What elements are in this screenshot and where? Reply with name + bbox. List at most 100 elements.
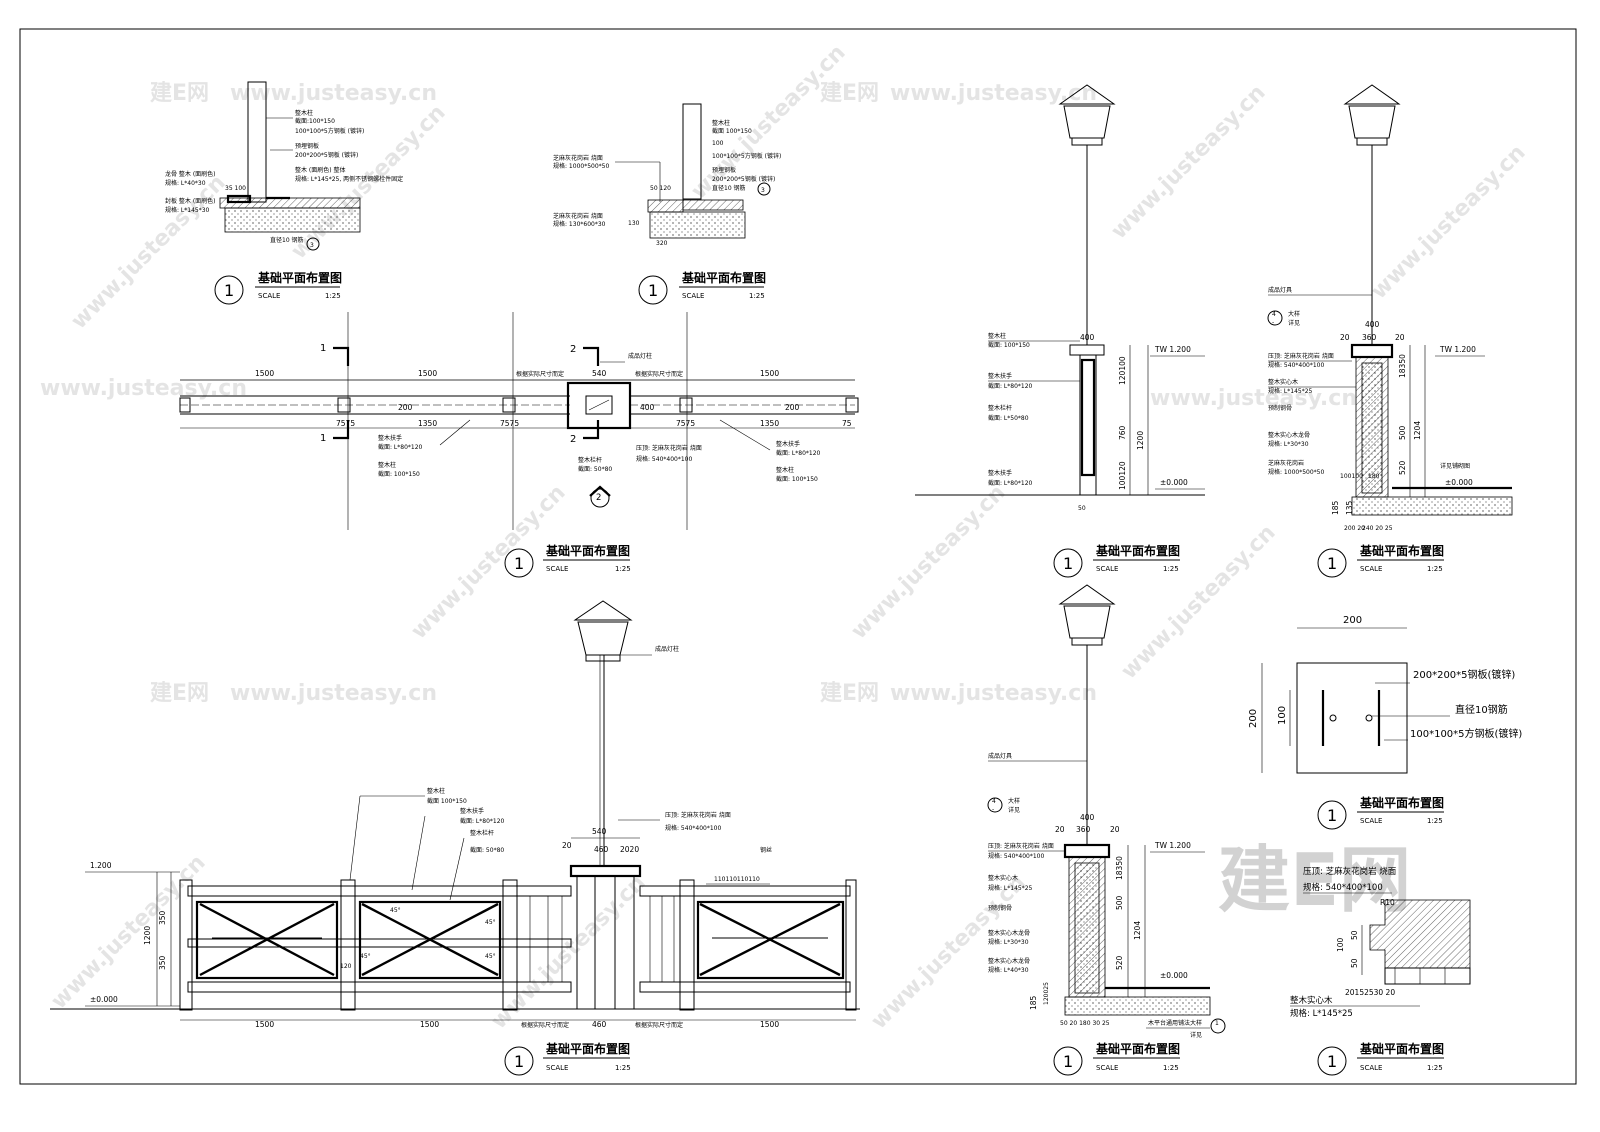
svg-text:2: 2 bbox=[570, 344, 576, 355]
svg-text:460: 460 bbox=[594, 845, 609, 854]
lamp-pier-section: 成品灯具 4 - 大样 详见 压顶: 芝麻灰花岗岩 烧面 规格: 540*400… bbox=[1267, 84, 1513, 532]
svg-text:压顶: 芝麻灰花岗岩 烧面: 压顶: 芝麻灰花岗岩 烧面 bbox=[1268, 352, 1334, 360]
svg-text:详见: 详见 bbox=[1190, 1031, 1202, 1039]
svg-text:建E网: 建E网 bbox=[150, 681, 209, 706]
svg-text:截面: L*80*120: 截面: L*80*120 bbox=[460, 817, 505, 825]
svg-text:50: 50 bbox=[1078, 505, 1086, 512]
svg-text:整木实心木龙骨: 整木实心木龙骨 bbox=[1268, 431, 1310, 439]
svg-text:芝麻灰花岗岩: 芝麻灰花岗岩 bbox=[1268, 459, 1304, 467]
svg-text:整木柱: 整木柱 bbox=[776, 466, 794, 474]
svg-text:500: 500 bbox=[1398, 425, 1407, 440]
title-block-a: 1 基础平面布置图 SCALE 1:25 bbox=[214, 270, 342, 305]
svg-text:截面: 50*80: 截面: 50*80 bbox=[470, 846, 504, 854]
svg-text:www.justeasy.cn: www.justeasy.cn bbox=[867, 870, 1031, 1034]
svg-text:4: 4 bbox=[992, 798, 996, 805]
svg-text:详见: 详见 bbox=[1288, 319, 1300, 327]
svg-text:预埋钢板: 预埋钢板 bbox=[295, 142, 319, 150]
svg-text:www.justeasy.cn: www.justeasy.cn bbox=[1367, 140, 1531, 304]
svg-text:成品灯具: 成品灯具 bbox=[1268, 286, 1292, 294]
svg-text:110110110110: 110110110110 bbox=[714, 876, 760, 883]
svg-text:整木实心木: 整木实心木 bbox=[988, 874, 1018, 882]
svg-text:±0.000: ±0.000 bbox=[90, 995, 118, 1004]
svg-text:75: 75 bbox=[842, 419, 852, 428]
svg-text:520: 520 bbox=[1398, 460, 1407, 475]
svg-text:520: 520 bbox=[1115, 955, 1124, 970]
svg-text:18350: 18350 bbox=[1398, 354, 1407, 378]
title-block-pier: 1 基础平面布置图 SCALE 1:25 bbox=[1317, 543, 1444, 578]
lamp-section-side: 整木柱 截面: 100*150 整木扶手 截面: L*80*120 整木栏杆 截… bbox=[915, 84, 1205, 512]
svg-text:1:25: 1:25 bbox=[749, 292, 765, 300]
svg-text:200: 200 bbox=[398, 403, 413, 412]
svg-text:1: 1 bbox=[1063, 554, 1073, 573]
svg-text:200: 200 bbox=[1343, 615, 1362, 626]
svg-text:1350: 1350 bbox=[760, 419, 779, 428]
svg-text:350: 350 bbox=[158, 910, 167, 925]
svg-text:135: 135 bbox=[1345, 500, 1354, 515]
svg-text:4: 4 bbox=[1272, 311, 1276, 318]
brand-logo: 建E网 bbox=[1218, 838, 1411, 922]
svg-text:1: 1 bbox=[1327, 1052, 1337, 1071]
svg-text:大样: 大样 bbox=[1008, 797, 1020, 805]
svg-text:1: 1 bbox=[1063, 1052, 1073, 1071]
svg-text:1500: 1500 bbox=[255, 369, 274, 378]
svg-text:预制钢骨: 预制钢骨 bbox=[988, 904, 1012, 912]
svg-text:1: 1 bbox=[514, 554, 524, 573]
svg-text:整木柱: 整木柱 bbox=[378, 461, 396, 469]
svg-text:1350: 1350 bbox=[418, 419, 437, 428]
svg-text:185: 185 bbox=[1331, 500, 1340, 515]
svg-text:成品灯柱: 成品灯柱 bbox=[628, 352, 652, 360]
svg-text:基础平面布置图: 基础平面布置图 bbox=[1095, 543, 1180, 558]
svg-text:2: 2 bbox=[570, 434, 576, 445]
svg-text:规格: 540*400*100: 规格: 540*400*100 bbox=[665, 824, 721, 832]
svg-text:400: 400 bbox=[1080, 813, 1095, 822]
svg-text:龙骨 整木 (面刷色): 龙骨 整木 (面刷色) bbox=[165, 170, 216, 178]
svg-text:1:25: 1:25 bbox=[1427, 1064, 1443, 1072]
svg-text:100100: 100100 bbox=[1340, 473, 1363, 480]
svg-text:20: 20 bbox=[1055, 825, 1065, 834]
svg-text:1204: 1204 bbox=[1413, 421, 1422, 440]
svg-text:R10: R10 bbox=[1380, 898, 1395, 907]
svg-text:根据实际尺寸而定: 根据实际尺寸而定 bbox=[635, 1021, 683, 1029]
svg-text:根据实际尺寸而定: 根据实际尺寸而定 bbox=[521, 1021, 569, 1029]
svg-text:截面: 100*150: 截面: 100*150 bbox=[776, 475, 818, 483]
svg-text:www.justeasy.cn: www.justeasy.cn bbox=[67, 170, 231, 334]
svg-text:规格: L*145*30: 规格: L*145*30 bbox=[165, 206, 210, 214]
svg-text:-: - bbox=[992, 806, 994, 813]
svg-text:200*200*5钢板 (镀锌): 200*200*5钢板 (镀锌) bbox=[712, 175, 775, 183]
svg-text:直径10钢筋: 直径10钢筋 bbox=[1455, 703, 1508, 716]
svg-text:详见: 详见 bbox=[1008, 806, 1020, 814]
svg-text:www.justeasy.cn: www.justeasy.cn bbox=[407, 480, 571, 644]
title-block-cap: 1 基础平面布置图 SCALE 1:25 bbox=[1317, 1041, 1444, 1076]
svg-text:规格: 1000*500*50: 规格: 1000*500*50 bbox=[553, 162, 609, 170]
svg-text:50 120: 50 120 bbox=[650, 185, 671, 192]
svg-text:±0.000: ±0.000 bbox=[1160, 971, 1188, 980]
svg-text:100: 100 bbox=[1336, 937, 1345, 952]
svg-text:规格: 1000*500*50: 规格: 1000*500*50 bbox=[1268, 468, 1324, 476]
svg-text:截面:100*150: 截面:100*150 bbox=[295, 117, 335, 125]
svg-text:压顶: 芝麻灰花岗岩 烧面: 压顶: 芝麻灰花岗岩 烧面 bbox=[988, 842, 1054, 850]
svg-text:www.justeasy.cn: www.justeasy.cn bbox=[890, 81, 1097, 106]
svg-text:预埋钢板: 预埋钢板 bbox=[712, 166, 736, 174]
svg-text:320: 320 bbox=[656, 240, 668, 247]
svg-text:SCALE: SCALE bbox=[1360, 565, 1382, 573]
svg-text:基础平面布置图: 基础平面布置图 bbox=[681, 270, 766, 285]
svg-text:540: 540 bbox=[592, 827, 607, 836]
fence-plan-view: 1 1 2 2 1500 1500 1500 根据实际尺寸而定 根据实际尺寸而定… bbox=[179, 312, 859, 530]
title-block-plan: 1 基础平面布置图 SCALE 1:25 bbox=[504, 543, 631, 578]
svg-text:360: 360 bbox=[1362, 333, 1377, 342]
title-block-b: 1 基础平面布置图 SCALE 1:25 bbox=[638, 270, 766, 305]
svg-text:1500: 1500 bbox=[760, 1020, 779, 1029]
svg-text:1:25: 1:25 bbox=[325, 292, 341, 300]
svg-text:规格: L*40*30: 规格: L*40*30 bbox=[165, 179, 206, 187]
svg-text:截面 100*150: 截面 100*150 bbox=[712, 127, 752, 135]
svg-text:压顶: 芝麻灰花岗岩 烧面: 压顶: 芝麻灰花岗岩 烧面 bbox=[636, 444, 702, 452]
svg-text:压顶: 芝麻灰花岗岩 烧面: 压顶: 芝麻灰花岗岩 烧面 bbox=[1303, 866, 1397, 877]
svg-text:规格: L*30*30: 规格: L*30*30 bbox=[988, 938, 1029, 946]
svg-text:基础平面布置图: 基础平面布置图 bbox=[1359, 1041, 1444, 1056]
svg-text:460: 460 bbox=[592, 1020, 607, 1029]
svg-text:1500: 1500 bbox=[760, 369, 779, 378]
svg-text:规格: 540*400*100: 规格: 540*400*100 bbox=[988, 852, 1044, 860]
svg-text:120025: 120025 bbox=[1043, 982, 1050, 1005]
svg-text:SCALE: SCALE bbox=[546, 1064, 568, 1072]
svg-text:400: 400 bbox=[1365, 320, 1380, 329]
